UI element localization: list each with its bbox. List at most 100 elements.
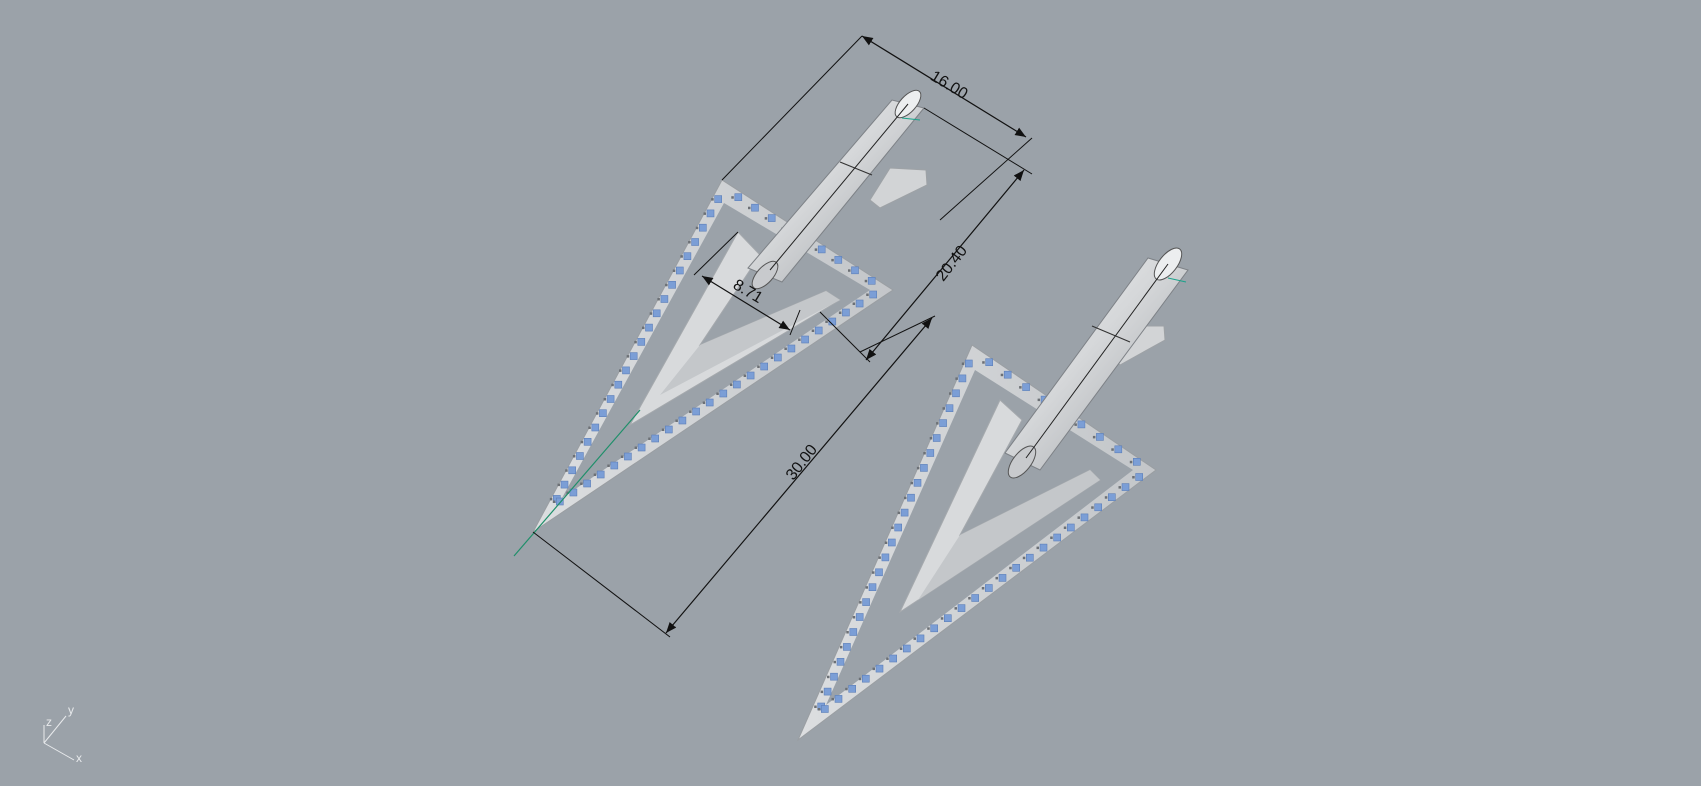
dimension-width-top-label: 16.00 [927, 68, 970, 103]
pave-stone [719, 389, 728, 398]
prong [899, 647, 903, 650]
pave-stone [887, 538, 896, 547]
pave-stone [920, 464, 928, 472]
prong [634, 340, 637, 344]
earring-right-chevron-shade [918, 470, 1100, 600]
pave-stone [606, 395, 615, 403]
prong [552, 500, 556, 503]
pave-stone [1121, 483, 1130, 491]
pave-stone [848, 684, 857, 693]
pave-stone [849, 628, 858, 636]
pave-stone [734, 193, 743, 201]
earring-left[interactable] [513, 86, 928, 557]
prong [565, 469, 568, 472]
prong [1129, 460, 1133, 464]
prong [716, 392, 719, 395]
pave-stone [836, 657, 845, 666]
pave-stone [881, 553, 890, 562]
pave-stone [675, 266, 684, 275]
pave-stone [971, 594, 980, 602]
pave-stone [746, 371, 755, 380]
prong [927, 627, 930, 630]
prong [695, 226, 699, 230]
prong [711, 198, 714, 201]
pave-stone [834, 695, 843, 703]
prong [1077, 516, 1080, 519]
prong [940, 617, 944, 620]
pave-stone [560, 480, 569, 489]
pave-stone [945, 404, 954, 413]
earring-left-hook[interactable] [869, 167, 928, 209]
prong [936, 422, 939, 425]
prong [1111, 448, 1114, 451]
prong [961, 362, 965, 365]
earring-left-edge-highlight [513, 409, 641, 557]
pave-stone [984, 584, 993, 592]
pave-stone [952, 389, 960, 398]
pave-stone [1053, 533, 1061, 542]
prong [798, 338, 801, 341]
pave-stone [1003, 370, 1012, 379]
prong [891, 526, 894, 529]
earring-right[interactable] [796, 243, 1189, 742]
prong [897, 511, 901, 515]
prong [572, 455, 576, 458]
prong [702, 401, 706, 404]
pave-stone [767, 214, 776, 222]
prong [634, 446, 638, 449]
pave-stone [1114, 445, 1123, 454]
pave-stone [957, 604, 966, 612]
prong [1037, 398, 1041, 402]
pave-stone [1133, 457, 1141, 466]
pave-stone [714, 195, 723, 203]
prong [981, 587, 985, 590]
pave-stone [916, 634, 925, 643]
prong [748, 206, 751, 210]
pave-stone [820, 705, 829, 713]
pave-stone [855, 299, 864, 308]
dimension-height-right-label: 20.40 [933, 243, 971, 285]
prong [1050, 536, 1053, 539]
pave-stone [698, 223, 707, 232]
prong [910, 481, 913, 485]
pave-stone [932, 434, 941, 442]
prong [657, 298, 660, 301]
prong [675, 419, 678, 422]
prong [593, 473, 597, 476]
prong [1092, 435, 1096, 439]
prong [904, 496, 907, 500]
dimension-height-right[interactable]: 20.40 [819, 107, 1033, 363]
earring-right-stones-bottom-edge [817, 473, 1143, 713]
pave-stone [610, 461, 619, 470]
prong [814, 705, 817, 708]
axis-x-line [43, 742, 75, 761]
pave-stone [678, 416, 687, 425]
prong [845, 687, 848, 691]
pave-stone [773, 353, 782, 362]
prong [1009, 566, 1012, 570]
pave-stone [943, 614, 952, 623]
prong [648, 437, 651, 440]
pave-stone [801, 335, 809, 344]
pave-stone [834, 256, 843, 264]
axis-z-label: z [46, 715, 52, 729]
prong [1022, 556, 1026, 560]
pave-stone [668, 280, 676, 289]
axis-y-label: y [68, 703, 74, 717]
prong [982, 361, 985, 364]
pave-stone [629, 352, 638, 360]
prong [661, 428, 665, 431]
prong [955, 377, 958, 380]
pave-stone [576, 452, 584, 460]
pave-stone [998, 574, 1007, 582]
pave-stone [1135, 473, 1143, 481]
pave-stone [855, 613, 864, 621]
prong [1091, 506, 1094, 509]
pave-stone [624, 452, 632, 461]
earring-right-tube[interactable] [1003, 243, 1189, 482]
pave-stone [652, 309, 661, 318]
prong [954, 607, 957, 610]
prong [784, 347, 787, 350]
